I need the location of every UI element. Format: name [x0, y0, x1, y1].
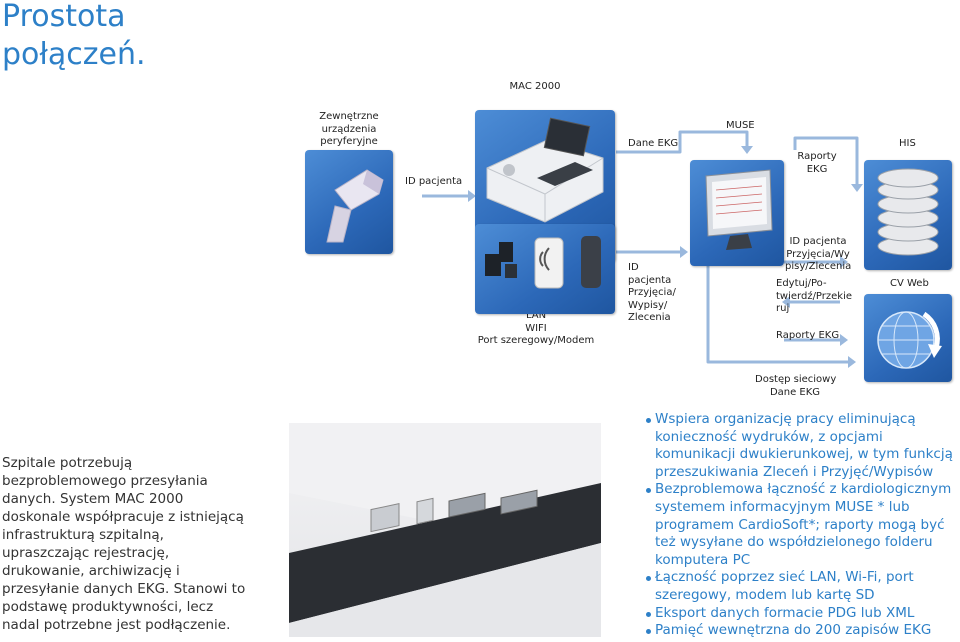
- orders-left-line: ID: [628, 262, 639, 273]
- ports-illustration: [289, 423, 601, 637]
- ekg-reports-2-label: Raporty EKG: [776, 330, 840, 341]
- orders-right-line: pisy/Zlecenia: [785, 261, 852, 272]
- connectivity-box: [475, 224, 615, 314]
- edit-line: twierdź/Przekie: [776, 290, 853, 302]
- feature-item: Eksport danych formacie PDG lub XML: [646, 605, 958, 623]
- his-box: [864, 160, 952, 270]
- orders-left-label: ID pacjenta Przyjęcia/ Wypisy/ Zlecenia: [628, 262, 676, 325]
- connection-wifi: WIFI: [525, 322, 547, 334]
- feature-item: Bezproblemowa łączność z kardiologicznym…: [646, 481, 958, 569]
- globe-icon: [877, 311, 942, 369]
- his-label: HIS: [899, 138, 916, 149]
- title-line-1: Prostota: [2, 0, 126, 34]
- database-icon: [877, 168, 939, 256]
- orders-right-line: Przyjęcia/Wy: [786, 248, 850, 260]
- patient-id-label: ID pacjenta: [405, 176, 463, 187]
- barcode-scanner-icon: [326, 169, 384, 243]
- edit-line: Edytuj/Po-: [776, 278, 827, 289]
- title-line-2: połączeń.: [2, 37, 146, 72]
- ekg-data-label: Dane EKG: [628, 138, 679, 149]
- network-ekg-data-line: Dane EKG: [769, 386, 821, 398]
- features-list: Wspiera organizację pracy eliminującą ko…: [646, 411, 958, 640]
- mac2000-label: MAC 2000: [509, 81, 561, 92]
- ecg-device-icon: [486, 117, 604, 223]
- connectivity-devices-icon: [485, 236, 601, 289]
- cv-web-label: CV Web: [890, 278, 929, 289]
- edit-label: Edytuj/Po- twierdź/Przekie ruj: [776, 278, 852, 316]
- barcode-scanner-box: [305, 150, 393, 254]
- device-ports-photo: [289, 423, 601, 637]
- ekg-reports-label: Raporty EKG: [797, 151, 837, 175]
- orders-left-line: Zlecenia: [628, 312, 671, 323]
- network-access-line: Dostęp sieciowy: [755, 374, 837, 385]
- connections-label: LAN WIFI Port szeregowy/Modem: [476, 310, 596, 348]
- feature-item: Wspiera organizację pracy eliminującą ko…: [646, 411, 958, 481]
- cv-web-box: [864, 294, 952, 382]
- edit-line: ruj: [776, 303, 790, 314]
- connection-serial: Port szeregowy/Modem: [477, 335, 595, 346]
- muse-label: MUSE: [726, 120, 755, 131]
- monitor-icon: [705, 169, 773, 250]
- page-title: Prostota połączeń.: [2, 0, 146, 74]
- orders-right-line: ID pacjenta: [789, 236, 847, 247]
- feature-item: Pamięć wewnętrzna do 200 zapisów EKG: [646, 622, 958, 640]
- peripheral-label: Zewnętrzne urządzenia peryferyjne: [319, 111, 379, 147]
- muse-box: [690, 160, 784, 266]
- connection-lan: LAN: [525, 310, 547, 321]
- intro-paragraph: Szpitale potrzebują bezproblemowego prze…: [2, 455, 246, 633]
- orders-left-line: Wypisy/: [628, 299, 668, 311]
- feature-item: Łączność poprzez sieć LAN, Wi-Fi, port s…: [646, 569, 958, 604]
- orders-right-label: ID pacjenta Przyjęcia/Wy pisy/Zlecenia: [785, 236, 851, 274]
- orders-left-line: pacjenta: [628, 274, 672, 286]
- orders-left-line: Przyjęcia/: [628, 287, 676, 298]
- network-access-label: Dostęp sieciowy Dane EKG: [755, 374, 837, 399]
